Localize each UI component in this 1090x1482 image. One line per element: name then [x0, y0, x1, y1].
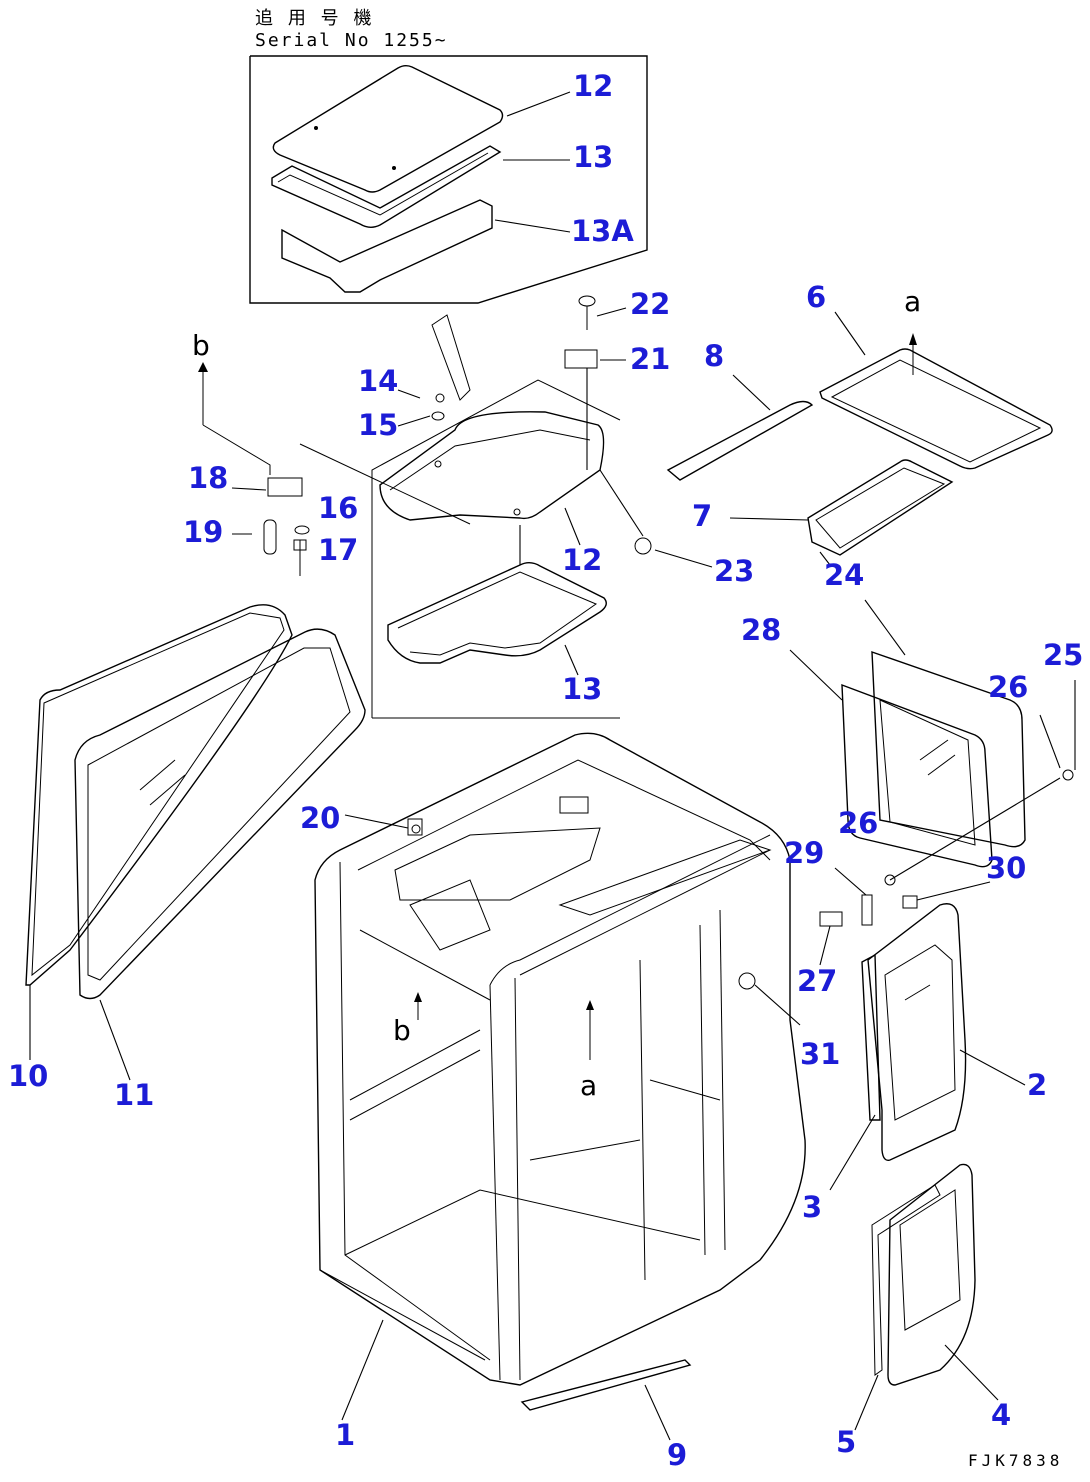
callout-13a: 13A: [571, 214, 634, 248]
callout-1: 1: [335, 1418, 356, 1452]
view-mark-b-frame: b: [393, 1014, 411, 1047]
callout-9: 9: [667, 1438, 688, 1472]
view-mark-b-left: b: [192, 329, 210, 362]
callout-14: 14: [358, 364, 399, 398]
callout-16: 16: [318, 491, 359, 525]
callout-26-lower: 26: [838, 806, 879, 840]
callout-19: 19: [183, 515, 224, 549]
callout-17: 17: [318, 533, 359, 567]
callout-13-inset: 13: [573, 140, 614, 174]
callout-12: 12: [562, 543, 603, 577]
callout-5: 5: [836, 1425, 857, 1459]
callout-29: 29: [784, 836, 825, 870]
callout-2: 2: [1027, 1068, 1048, 1102]
callout-28: 28: [741, 613, 782, 647]
left-small-parts: [198, 362, 310, 576]
callout-12-inset: 12: [573, 69, 614, 103]
inset-detail-box: [249, 55, 648, 304]
step-part: [520, 1359, 692, 1441]
callout-13: 13: [562, 672, 603, 706]
door-parts: [819, 867, 1026, 1431]
callout-7: 7: [692, 499, 713, 533]
callout-3: 3: [802, 1190, 823, 1224]
callout-30: 30: [986, 851, 1027, 885]
rear-window-parts: [789, 599, 1076, 909]
callout-18: 18: [188, 461, 229, 495]
callout-22: 22: [630, 287, 671, 321]
serial-note-line2: Serial No 1255~: [255, 30, 448, 51]
drawing-code: FJK7838: [968, 1451, 1064, 1470]
view-mark-a-top: a: [904, 285, 922, 318]
callout-26-upper: 26: [988, 670, 1029, 704]
callout-6: 6: [806, 280, 827, 314]
callout-27: 27: [797, 964, 838, 998]
callout-8: 8: [704, 339, 725, 373]
view-mark-a-frame: a: [580, 1069, 598, 1102]
callout-20: 20: [300, 801, 341, 835]
serial-note-line1: 追 用 号 機: [255, 8, 374, 29]
side-glasses: [25, 604, 366, 1081]
callout-15: 15: [358, 408, 399, 442]
callout-21: 21: [630, 342, 671, 376]
callout-31: 31: [800, 1037, 841, 1071]
callout-25: 25: [1043, 638, 1084, 672]
callout-4: 4: [991, 1398, 1012, 1432]
callout-11: 11: [114, 1078, 155, 1112]
roof-glass-parts: [666, 311, 1053, 566]
roof-detail-panel: [299, 295, 713, 719]
callout-23: 23: [714, 554, 755, 588]
callout-24: 24: [824, 558, 865, 592]
callout-10: 10: [8, 1059, 49, 1093]
cab-frame: [314, 732, 806, 1421]
